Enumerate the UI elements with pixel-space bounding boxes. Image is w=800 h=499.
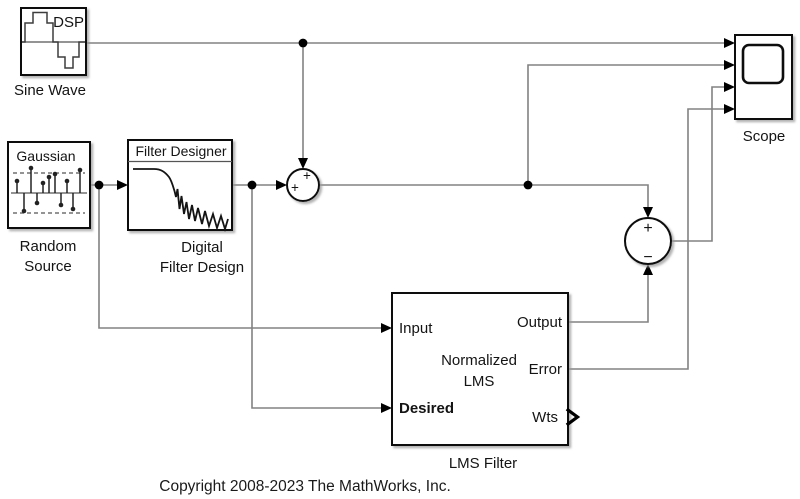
lms-filter-block[interactable]: Input Desired Output Error Wts Normalize… bbox=[391, 292, 581, 472]
wire-sum-to-sum2[interactable] bbox=[319, 184, 649, 208]
digital-filter-design-block[interactable]: Filter Designer Digital Filter Design bbox=[127, 139, 244, 276]
gaussian-stem-plot-icon bbox=[11, 165, 87, 214]
wire-filter-to-lms-desired[interactable] bbox=[251, 185, 381, 409]
dsp-tag: DSP bbox=[53, 14, 84, 31]
arrowhead-scope-input2 bbox=[724, 60, 735, 70]
scope-label: Scope bbox=[743, 128, 786, 145]
lms-port-error: Error bbox=[529, 361, 562, 378]
staircase-sine-wave-icon bbox=[22, 11, 85, 69]
lowpass-filter-response-icon bbox=[128, 160, 232, 233]
gaussian-tag: Gaussian bbox=[16, 148, 75, 164]
arrowhead-scope-input1 bbox=[724, 38, 735, 48]
arrowhead-scope-input3 bbox=[724, 82, 735, 92]
branch-dot bbox=[298, 38, 308, 48]
sum2-circle[interactable] bbox=[624, 217, 672, 265]
wts-unconnected-port-chevron[interactable] bbox=[565, 407, 581, 427]
random-source-label-line1: Random bbox=[20, 238, 77, 255]
arrowhead-lms-desired bbox=[381, 403, 392, 413]
random-source-label-line2: Source bbox=[24, 258, 72, 275]
dfd-label-line2: Filter Design bbox=[160, 259, 244, 276]
dfd-label-line1: Digital bbox=[181, 239, 223, 256]
wire-lms-error-to-scope4[interactable] bbox=[568, 108, 725, 370]
arrowhead-sum-left-input bbox=[276, 180, 287, 190]
wire-lms-output-to-sum2[interactable] bbox=[568, 274, 649, 323]
arrowhead-scope-input4 bbox=[724, 104, 735, 114]
lms-port-output: Output bbox=[517, 314, 563, 331]
lms-filter-label: LMS Filter bbox=[449, 455, 517, 472]
wire-sum-to-scope2[interactable] bbox=[527, 64, 725, 185]
oscilloscope-screen-icon bbox=[741, 43, 785, 85]
sum2-sign-bottom: − bbox=[643, 249, 652, 266]
lms-port-wts: Wts bbox=[532, 409, 558, 426]
branch-dot bbox=[247, 180, 257, 190]
lms-filter-frame[interactable] bbox=[391, 292, 569, 446]
lms-port-input: Input bbox=[399, 320, 433, 337]
lms-center-line1: Normalized bbox=[441, 352, 517, 369]
arrowhead-sum2-top-input bbox=[643, 207, 653, 218]
branch-dot bbox=[523, 180, 533, 190]
sine-wave-label: Sine Wave bbox=[14, 82, 86, 99]
digital-filter-design-frame[interactable] bbox=[127, 139, 233, 231]
arrowhead-sum2-bottom-input bbox=[643, 264, 653, 275]
lms-center-line2: LMS bbox=[464, 373, 495, 390]
sum-block[interactable]: + + bbox=[286, 168, 320, 202]
scope-block[interactable]: Scope bbox=[734, 34, 793, 145]
wires-layer bbox=[86, 38, 735, 413]
random-source-block[interactable]: Gaussian Random Source bbox=[7, 141, 91, 275]
sum-sign-top: + bbox=[303, 168, 311, 183]
branch-dot bbox=[94, 180, 104, 190]
wire-sum2-to-scope3[interactable] bbox=[671, 86, 725, 242]
arrowhead-sum-top-input bbox=[298, 158, 308, 169]
filter-designer-tag: Filter Designer bbox=[135, 143, 226, 159]
arrowhead-lms-input bbox=[381, 323, 392, 333]
sum2-block[interactable]: + − bbox=[624, 217, 672, 266]
sine-wave-block[interactable]: DSP Sine Wave bbox=[14, 7, 87, 99]
sum-circle[interactable] bbox=[286, 168, 320, 202]
sum-sign-left: + bbox=[291, 180, 299, 195]
copyright-annotation: Copyright 2008-2023 The MathWorks, Inc. bbox=[159, 478, 451, 495]
sum2-sign-top: + bbox=[643, 220, 652, 237]
arrowhead-filter-input bbox=[117, 180, 128, 190]
wire-randomsource-to-lms-input[interactable] bbox=[98, 185, 381, 329]
lms-port-desired: Desired bbox=[399, 400, 454, 417]
